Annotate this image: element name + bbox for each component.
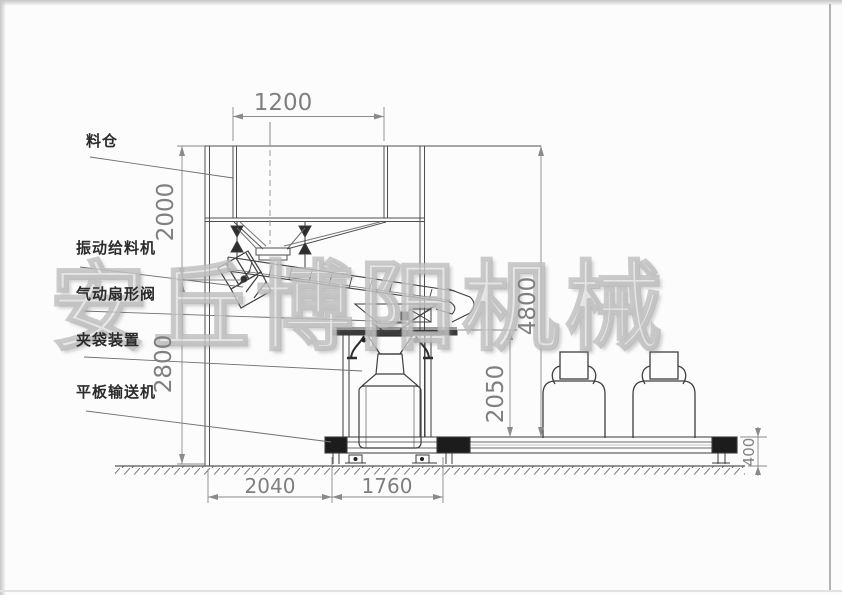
conveyor-feet — [332, 453, 730, 464]
dimension-silo-width — [232, 107, 385, 141]
label-flat-conveyor: 平板输送机 — [76, 383, 157, 401]
dim-text-silo-section-height: 2000 — [153, 182, 179, 242]
label-silo: 料仓 — [86, 132, 119, 150]
sheet-edge-right — [829, 4, 831, 591]
dimension-bottom-spans — [207, 457, 444, 503]
leader-lines — [79, 156, 405, 443]
platform — [332, 327, 458, 437]
flat-conveyor — [324, 436, 738, 454]
filled-bag-1 — [542, 351, 606, 438]
feeder-trough — [227, 256, 456, 303]
feeder-hanger-left — [230, 222, 257, 258]
dim-text-left-span: 2040 — [244, 474, 296, 498]
dim-text-conveyor-height: 400 — [740, 437, 758, 467]
ground-line — [115, 465, 745, 475]
label-pneumatic-fan-valve: 气动扇形阀 — [76, 285, 157, 303]
silo — [204, 122, 541, 466]
dim-text-right-span: 1760 — [361, 474, 413, 498]
label-bag-clamping-device: 夹袋装置 — [76, 331, 141, 349]
dimension-overall-height — [538, 146, 544, 437]
dimension-left-heights — [177, 145, 240, 465]
dim-text-silo-width: 1200 — [253, 90, 313, 116]
feeder-hanger-right — [287, 222, 312, 268]
label-vibrating-feeder: 振动给料机 — [76, 239, 157, 257]
fan-valve-actuator — [400, 308, 432, 323]
dim-text-station-height: 2050 — [483, 364, 509, 424]
dim-text-overall-height: 4800 — [515, 276, 541, 336]
filled-bag-2 — [632, 351, 696, 438]
dimension-station-height — [458, 329, 517, 437]
filling-bag — [358, 353, 422, 449]
sheet-edge-left — [0, 0, 6, 595]
sheet-edge-top — [0, 0, 842, 6]
dimension-conveyor-height — [740, 427, 767, 476]
sheet-edge-bottom — [0, 590, 842, 592]
discharge-spout — [435, 287, 475, 323]
